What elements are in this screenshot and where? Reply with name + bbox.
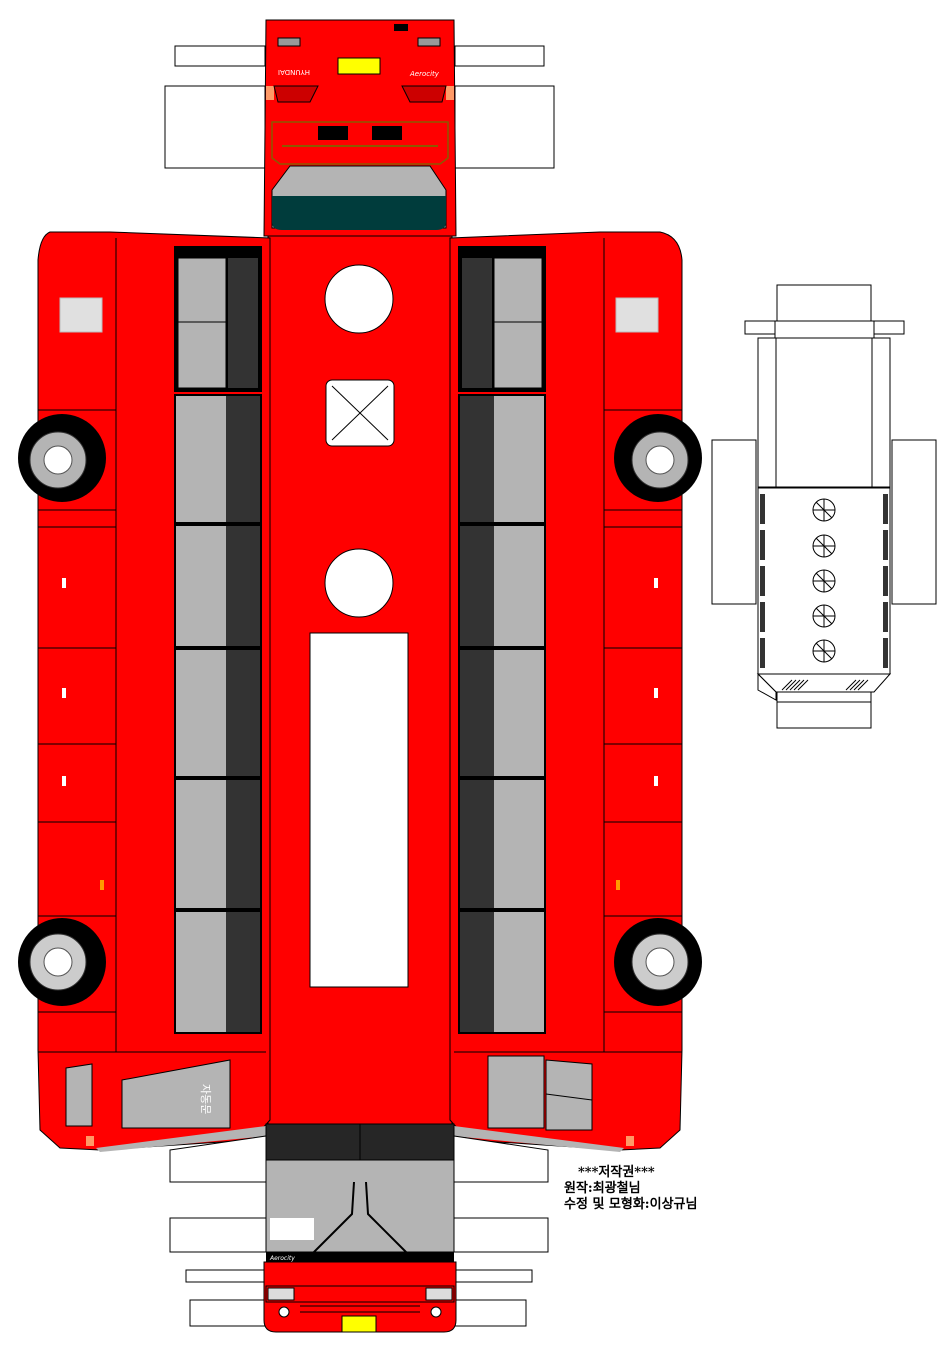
rear-model-text: Aerocity — [409, 70, 440, 78]
front-flap-right-3 — [453, 1269, 533, 1283]
right-window-5 — [494, 780, 544, 908]
left-front-wheel — [18, 918, 106, 1006]
rear-lamp-right — [417, 37, 441, 47]
roof-section — [267, 235, 453, 1125]
left-door-text: 자동문 — [199, 1084, 212, 1114]
right-window-3 — [494, 526, 544, 646]
left-window-4 — [176, 650, 226, 776]
right-side-section — [449, 231, 683, 1152]
rear-vent-right — [372, 126, 402, 140]
rear-indicator-right — [446, 86, 454, 100]
front-headlight-left — [267, 1287, 295, 1301]
chassis-fan-1 — [812, 498, 836, 522]
rear-indicator-left — [266, 86, 274, 100]
left-window-6 — [176, 912, 226, 1032]
credits-modified: 수정 및 모형화:이상규님 — [564, 1197, 698, 1212]
chassis-piece — [711, 284, 937, 729]
chassis-hatching — [781, 679, 869, 691]
rear-engine-cover — [271, 121, 449, 165]
rear-lamp-left — [277, 37, 301, 47]
front-windshield — [265, 1159, 455, 1253]
front-section: Aerocity — [169, 1123, 549, 1333]
rear-reflector — [394, 24, 408, 31]
front-flap-left-4 — [189, 1299, 267, 1327]
right-front-window — [545, 1059, 593, 1131]
right-window-2 — [494, 396, 544, 522]
left-window-3 — [176, 526, 226, 646]
right-door-window — [487, 1055, 545, 1129]
roof-aircon-cutout — [309, 632, 409, 988]
front-model-text: Aerocity — [269, 1255, 295, 1262]
left-window-2 — [176, 396, 226, 522]
rear-flap-left — [164, 85, 266, 169]
rear-vent-left — [318, 126, 348, 140]
rear-flap-right — [454, 85, 555, 169]
rear-brand-text: HYUNDAI — [278, 68, 310, 76]
chassis-fan-5 — [812, 639, 836, 663]
credits-title: ***저작권*** — [578, 1165, 655, 1180]
credits-original: 원작:최광철님 — [564, 1181, 641, 1196]
rear-flap-left-top — [174, 45, 266, 67]
rear-light-right — [401, 85, 447, 103]
right-vent-grille — [615, 297, 659, 333]
chassis-fan-3 — [812, 569, 836, 593]
credits-block: ***저작권*** 원작:최광철님 수정 및 모형화:이상규님 — [564, 1165, 697, 1213]
left-front-quarter-window — [65, 1063, 93, 1127]
front-foglight-right — [430, 1306, 442, 1318]
right-window-6 — [494, 912, 544, 1032]
front-flap-right-2 — [453, 1217, 549, 1253]
right-window-1 — [493, 257, 543, 389]
rear-section: HYUNDAI Aerocity — [164, 19, 555, 237]
rear-plate — [337, 57, 381, 75]
right-front-wheel — [614, 918, 702, 1006]
rear-flap-right-top — [454, 45, 545, 67]
front-foglight-left — [278, 1306, 290, 1318]
front-route-board — [270, 1218, 314, 1240]
chassis-fan-4 — [812, 604, 836, 628]
rear-light-left — [273, 85, 319, 103]
right-window-4 — [494, 650, 544, 776]
left-window-5 — [176, 780, 226, 908]
left-side-section: 자동문 — [37, 231, 271, 1152]
front-flap-left-3 — [185, 1269, 267, 1283]
rear-window-glass — [272, 196, 446, 230]
roof-hatch-cutout-1 — [324, 264, 394, 334]
right-rear-wheel — [614, 414, 702, 502]
front-flap-right-4 — [453, 1299, 527, 1327]
left-front-window — [121, 1059, 231, 1129]
left-vent-grille — [59, 297, 103, 333]
left-rear-wheel — [18, 414, 106, 502]
front-wipers — [311, 1181, 409, 1255]
left-window-1 — [177, 257, 227, 389]
front-flap-left-2 — [169, 1217, 267, 1253]
front-headlight-right — [425, 1287, 453, 1301]
chassis-fan-2 — [812, 534, 836, 558]
roof-hatch-cutout-2 — [324, 548, 394, 618]
front-plate — [341, 1315, 377, 1333]
